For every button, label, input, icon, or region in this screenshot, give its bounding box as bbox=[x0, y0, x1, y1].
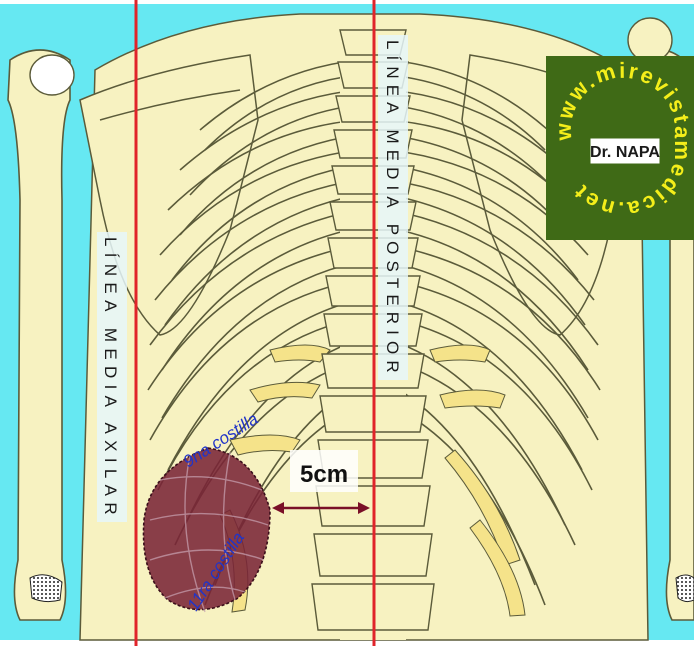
watermark-badge: www.mirevistamedica.net Dr. NAPA bbox=[546, 56, 694, 240]
posterior-line-label: LÍNEA MEDIA POSTERIOR bbox=[383, 40, 402, 375]
watermark-name: Dr. NAPA bbox=[590, 144, 660, 161]
distance-label: 5cm bbox=[300, 461, 348, 488]
